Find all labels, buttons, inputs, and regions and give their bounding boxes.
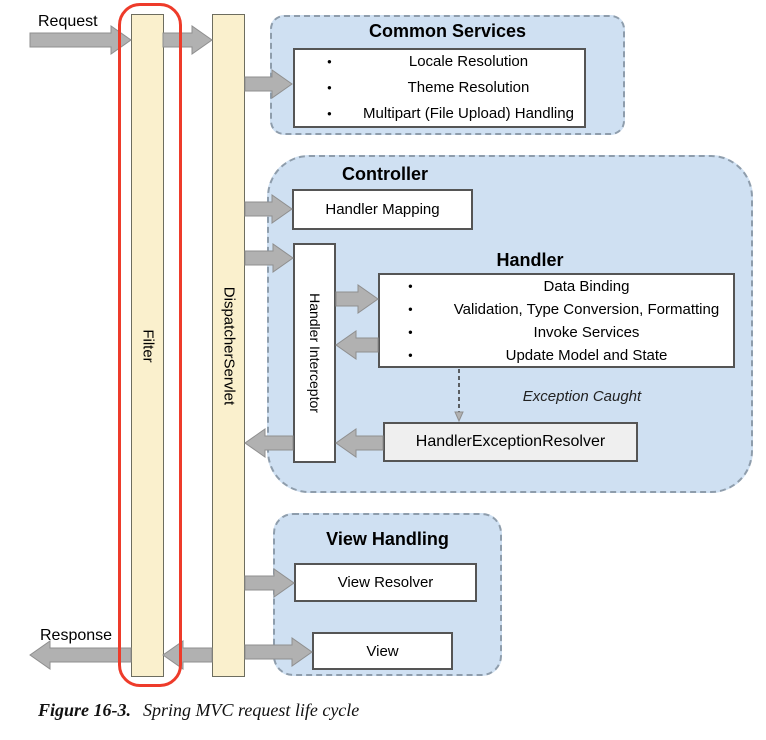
handler-mapping-box: Handler Mapping [292,189,473,230]
common-services-group: Common Services Locale Resolution Theme … [270,15,625,135]
response-label: Response [40,627,113,644]
exception-caught-label: Exception Caught [522,388,642,405]
response-arrow [29,640,132,670]
filter-label: Filter [139,328,156,363]
common-services-title: Common Services [368,21,527,41]
handler-exception-resolver-box: HandlerExceptionResolver [383,422,638,462]
figure-caption: Figure 16-3. Spring MVC request life cycl… [38,700,359,721]
handler-interceptor-label: Handler Interceptor [306,293,323,413]
list-item: Data Binding [380,275,733,298]
list-item: Theme Resolution [295,75,584,101]
common-services-box: Locale Resolution Theme Resolution Multi… [293,48,586,128]
handler-list: Data Binding Validation, Type Conversion… [380,275,733,367]
request-label: Request [38,13,98,30]
handler-title: Handler [496,250,564,270]
view-label: View [366,642,399,660]
handler-box: Data Binding Validation, Type Conversion… [378,273,735,368]
common-services-list: Locale Resolution Theme Resolution Multi… [295,49,584,127]
view-resolver-label: View Resolver [337,574,434,591]
figure-title: Spring MVC request life cycle [143,700,360,720]
filter-to-dispatcher-arrow [162,25,213,55]
figure-number: Figure 16-3. [38,700,132,720]
view-handling-title: View Handling [326,529,449,549]
list-item: Multipart (File Upload) Handling [295,101,584,127]
view-resolver-box: View Resolver [294,563,477,602]
dispatcher-servlet-column: DispatcherServlet [212,14,245,677]
list-item: Validation, Type Conversion, Formatting [380,298,733,321]
view-box: View [312,632,453,670]
dispatcher-servlet-label: DispatcherServlet [220,286,237,405]
controller-title: Controller [341,164,428,184]
handler-exception-resolver-label: HandlerExceptionResolver [415,433,606,450]
filter-column: Filter [131,14,164,677]
dispatcher-to-filter-arrow [162,640,213,670]
list-item: Update Model and State [380,344,733,367]
list-item: Invoke Services [380,321,733,344]
handler-mapping-label: Handler Mapping [325,201,440,218]
handler-interceptor-box: Handler Interceptor [293,243,336,463]
list-item: Locale Resolution [295,49,584,75]
